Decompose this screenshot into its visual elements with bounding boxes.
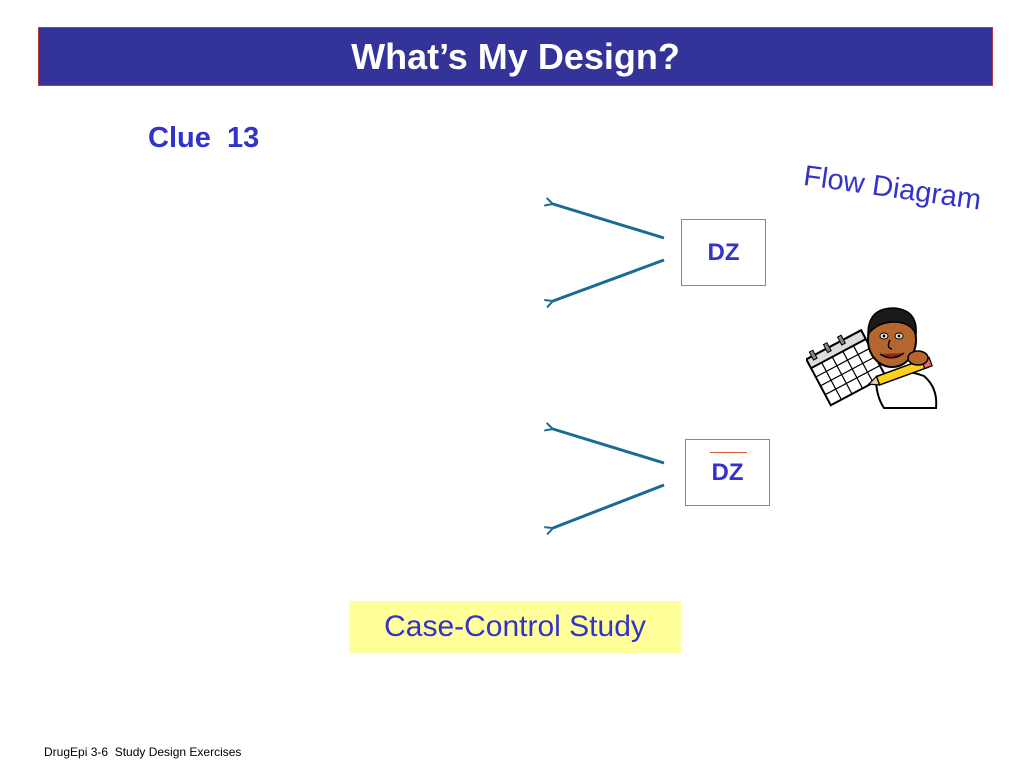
arrow-bottom-upper — [553, 429, 665, 465]
person-with-calendar-clipart — [806, 307, 938, 409]
no-disease-box: DZ — [685, 439, 770, 506]
arrow-top-lower — [553, 258, 665, 301]
no-disease-box-label: DZ — [711, 458, 744, 486]
footer-text: DrugEpi 3-6 Study Design Exercises — [44, 745, 242, 759]
disease-box-label: DZ — [707, 238, 740, 266]
answer-box: Case-Control Study — [349, 601, 681, 653]
disease-box: DZ — [681, 219, 766, 286]
title-bar: What’s My Design? — [38, 27, 993, 86]
negation-overline — [710, 452, 747, 453]
arrow-bottom-lower — [553, 483, 665, 528]
arrow-top-upper — [553, 204, 665, 240]
answer-label: Case-Control Study — [384, 610, 646, 643]
clue-label: Clue 13 — [148, 122, 260, 154]
slide-title: What’s My Design? — [351, 35, 680, 77]
